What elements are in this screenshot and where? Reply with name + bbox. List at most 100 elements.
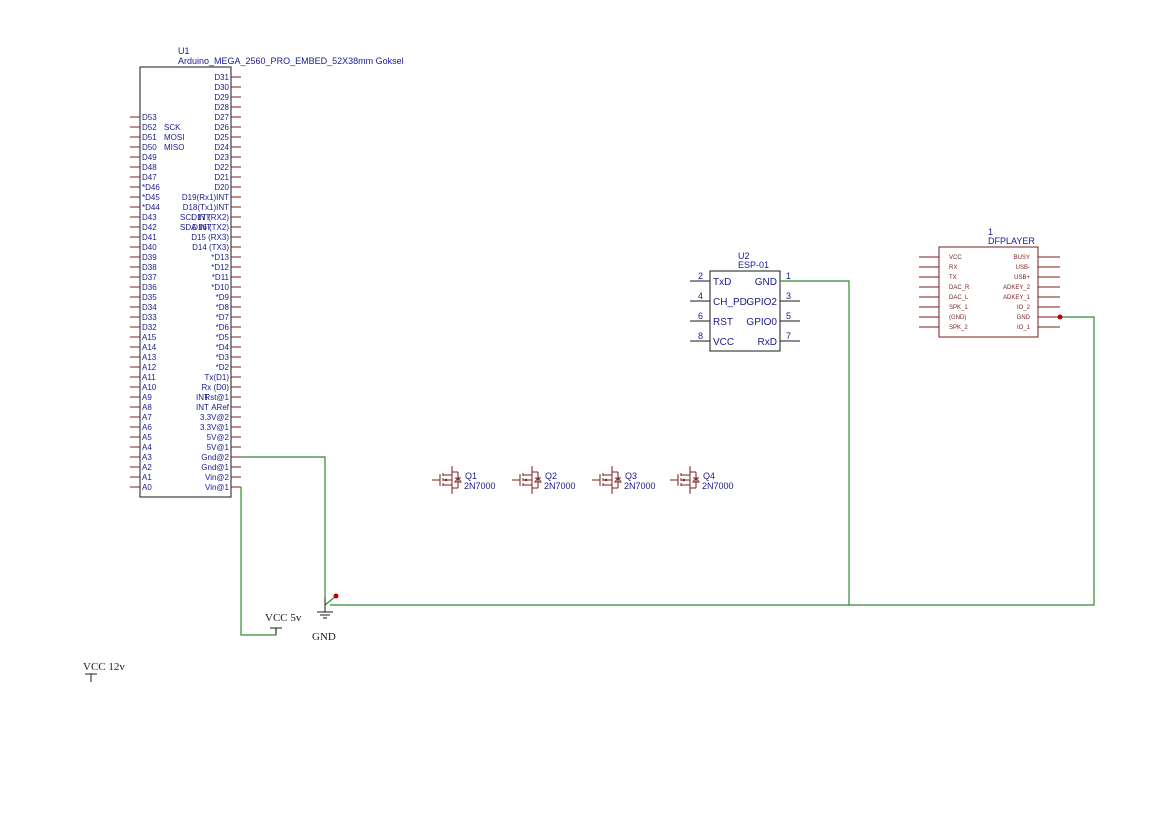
arduino-note-label: MOSI [164,133,184,142]
transistor-diode-triangle [454,477,462,483]
junction-dot [1057,314,1063,320]
dfplayer-value: DFPLAYER [988,236,1035,246]
esp-body [709,270,781,352]
arduino-note-label: INT [196,403,209,412]
esp-pin-number: 2 [698,271,703,281]
arduino-pin-label: *D8 [216,303,230,312]
esp-pin-number: 1 [786,271,791,281]
arduino-pin-label: D48 [142,163,157,172]
dfplayer-ref: 1 [988,227,993,237]
transistor-value: 2N7000 [624,481,656,491]
arduino-pin-label: D52 [142,123,157,132]
arduino-pin-label: *D44 [142,203,160,212]
arduino-left-pins: D53D52D51D50D49D48D47*D46*D45*D44D43D42D… [130,113,160,492]
arduino-pin-label: D43 [142,213,157,222]
vcc5-label: VCC 5v [265,612,302,624]
arduino-note-label: SCK [164,123,181,132]
transistor-ref: Q4 [703,471,715,481]
arduino-pin-label: *D12 [211,263,229,272]
esp-pin-number: 3 [786,291,791,301]
esp01-component[interactable]: U2 ESP-01 2TxD4CH_PD6RST8VCC1GND3GPIO25G… [690,251,800,352]
dfplayer-body [938,246,1039,338]
arduino-pin-label: D47 [142,173,157,182]
wire-gnd2-to-gnd[interactable] [241,456,326,597]
transistor-arrow-dot [604,478,608,482]
arduino-pin-label: *D10 [211,283,229,292]
transistor-value: 2N7000 [702,481,734,491]
arduino-pin-label: *D2 [216,363,230,372]
dfplayer-pin-label: IO_2 [1017,305,1031,311]
arduino-pin-label: *D3 [216,353,230,362]
arduino-pin-label: D18(Tx1)INT [183,203,229,212]
arduino-pin-label: Tx(D1) [205,373,230,382]
vcc12-symbol[interactable]: VCC 12v [83,661,125,682]
junction-dot [333,593,339,599]
dfplayer-component[interactable]: 1 DFPLAYER VCCRXTXDAC_RDAC_LSPK_1(GND)SP… [919,227,1060,338]
dfplayer-pin-label: VCC [949,255,962,261]
arduino-pin-label: D16 (TX2) [192,223,229,232]
arduino-pin-label: D49 [142,153,157,162]
arduino-pin-label: D30 [214,83,229,92]
arduino-pin-label: 3.3V@1 [200,423,230,432]
arduino-pin-label: Gnd@1 [201,463,229,472]
arduino-component[interactable]: U1 Arduino_MEGA_2560_PRO_EMBED_52X38mm G… [130,46,404,498]
arduino-pin-label: 3.3V@2 [200,413,230,422]
wires [240,280,1095,636]
arduino-pin-label: D27 [214,113,229,122]
arduino-pin-label: *D7 [216,313,230,322]
arduino-pin-label: Rx (D0) [201,383,229,392]
arduino-pin-label: Vin@2 [205,473,230,482]
arduino-pin-label: D34 [142,303,157,312]
arduino-pin-label: D22 [214,163,229,172]
arduino-pin-label: A14 [142,343,157,352]
dfplayer-pin-label: USB- [1016,265,1030,271]
transistor-arrow-dot [524,478,528,482]
transistor-arrow-dot [444,478,448,482]
wire-esp-gnd[interactable] [780,280,850,605]
arduino-pin-label: *D13 [211,253,229,262]
arduino-pin-label: 5V@1 [207,443,230,452]
esp-pin-number: 6 [698,311,703,321]
dfplayer-pin-label: IO_1 [1017,325,1031,331]
esp-ref: U2 [738,251,750,261]
arduino-pin-label: *D4 [216,343,230,352]
transistor-ref: Q3 [625,471,637,481]
esp-pin-number: 5 [786,311,791,321]
arduino-pin-label: D39 [142,253,157,262]
vcc5-symbol[interactable]: VCC 5v [265,612,302,634]
arduino-pin-label: ARef [211,403,230,412]
esp-pin-label: VCC [713,337,734,348]
arduino-pin-label: A0 [142,483,152,492]
arduino-pin-label: D29 [214,93,229,102]
dfplayer-pin-label: SPK_1 [949,305,968,311]
arduino-pin-label: D28 [214,103,229,112]
arduino-pin-label: D23 [214,153,229,162]
arduino-right-pins: D31D30D29D28D27D26D25D24D23D22D21D20D19(… [182,73,241,492]
transistor-ref: Q2 [545,471,557,481]
arduino-pin-label: A5 [142,433,152,442]
arduino-note-label: SDA INT [180,223,211,232]
dfplayer-pins: VCCRXTXDAC_RDAC_LSPK_1(GND)SPK_2BUSYUSB-… [919,255,1060,331]
arduino-pin-label: *D6 [216,323,230,332]
arduino-pin-label: D14 (TX3) [192,243,229,252]
arduino-pin-label: D40 [142,243,157,252]
arduino-pin-label: D37 [142,273,157,282]
gnd-symbol[interactable]: GND [312,597,336,643]
wire-dfplayer-gnd[interactable] [330,316,1095,606]
arduino-pin-label: D35 [142,293,157,302]
dfplayer-pin-label: RX [949,265,957,271]
transistor-value: 2N7000 [544,481,576,491]
arduino-pin-label: D53 [142,113,157,122]
arduino-note-label: MISO [164,143,184,152]
arduino-pin-label: D38 [142,263,157,272]
esp-pin-number: 4 [698,291,703,301]
